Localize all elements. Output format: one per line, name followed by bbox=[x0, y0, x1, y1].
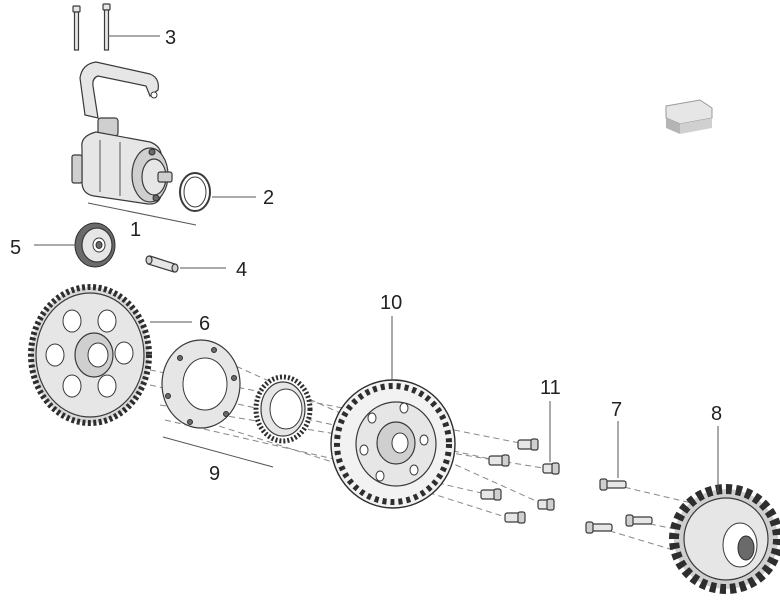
part-4-shaft bbox=[145, 255, 179, 273]
part-8-stator bbox=[669, 484, 780, 594]
callout-10: 10 bbox=[380, 292, 402, 314]
callout-7: 7 bbox=[611, 399, 622, 421]
part-3-bolts bbox=[72, 3, 111, 51]
front-arrow-icon bbox=[665, 99, 713, 134]
callout-5: 5 bbox=[10, 237, 21, 259]
callout-2: 2 bbox=[263, 187, 274, 209]
leader-lines bbox=[34, 35, 719, 492]
callout-4: 4 bbox=[236, 259, 247, 281]
callout-8: 8 bbox=[711, 403, 722, 425]
callout-3: 3 bbox=[165, 27, 176, 49]
part-1-starter-motor bbox=[71, 61, 173, 205]
callout-11: 11 bbox=[540, 377, 561, 399]
callout-1: 1 bbox=[130, 219, 141, 241]
part-7-screws bbox=[585, 478, 653, 534]
callout-9: 9 bbox=[209, 463, 220, 485]
part-5-gear bbox=[74, 222, 116, 268]
callout-6: 6 bbox=[199, 313, 210, 335]
part-9-clutch-assembly bbox=[161, 339, 313, 444]
part-2-o-ring bbox=[179, 172, 211, 212]
part-11-bolts bbox=[480, 438, 560, 524]
part-6-large-gear bbox=[28, 284, 152, 426]
part-10-flywheel bbox=[330, 379, 456, 509]
